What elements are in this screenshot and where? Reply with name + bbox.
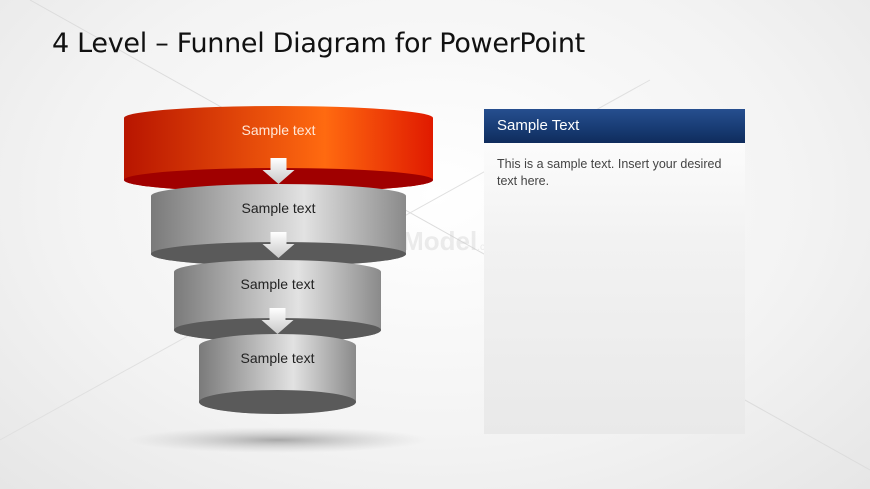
- funnel-level-label: Sample text: [240, 350, 315, 366]
- panel-body: This is a sample text. Insert your desir…: [497, 157, 722, 188]
- funnel-level-bottom: [199, 390, 356, 414]
- funnel-level-label: Sample text: [241, 122, 316, 138]
- panel-header: Sample Text: [484, 109, 745, 143]
- slide-title: 4 Level – Funnel Diagram for PowerPoint: [52, 28, 585, 59]
- funnel-level-label: Sample text: [241, 200, 316, 216]
- down-arrow-icon: [262, 232, 295, 258]
- down-arrow-icon: [262, 158, 295, 184]
- text-panel: Sample Text This is a sample text. Inser…: [484, 109, 745, 434]
- down-arrow-icon: [261, 308, 294, 334]
- funnel-shadow: [128, 427, 428, 453]
- funnel-level-4: [199, 334, 356, 414]
- funnel-level-label: Sample text: [240, 276, 315, 292]
